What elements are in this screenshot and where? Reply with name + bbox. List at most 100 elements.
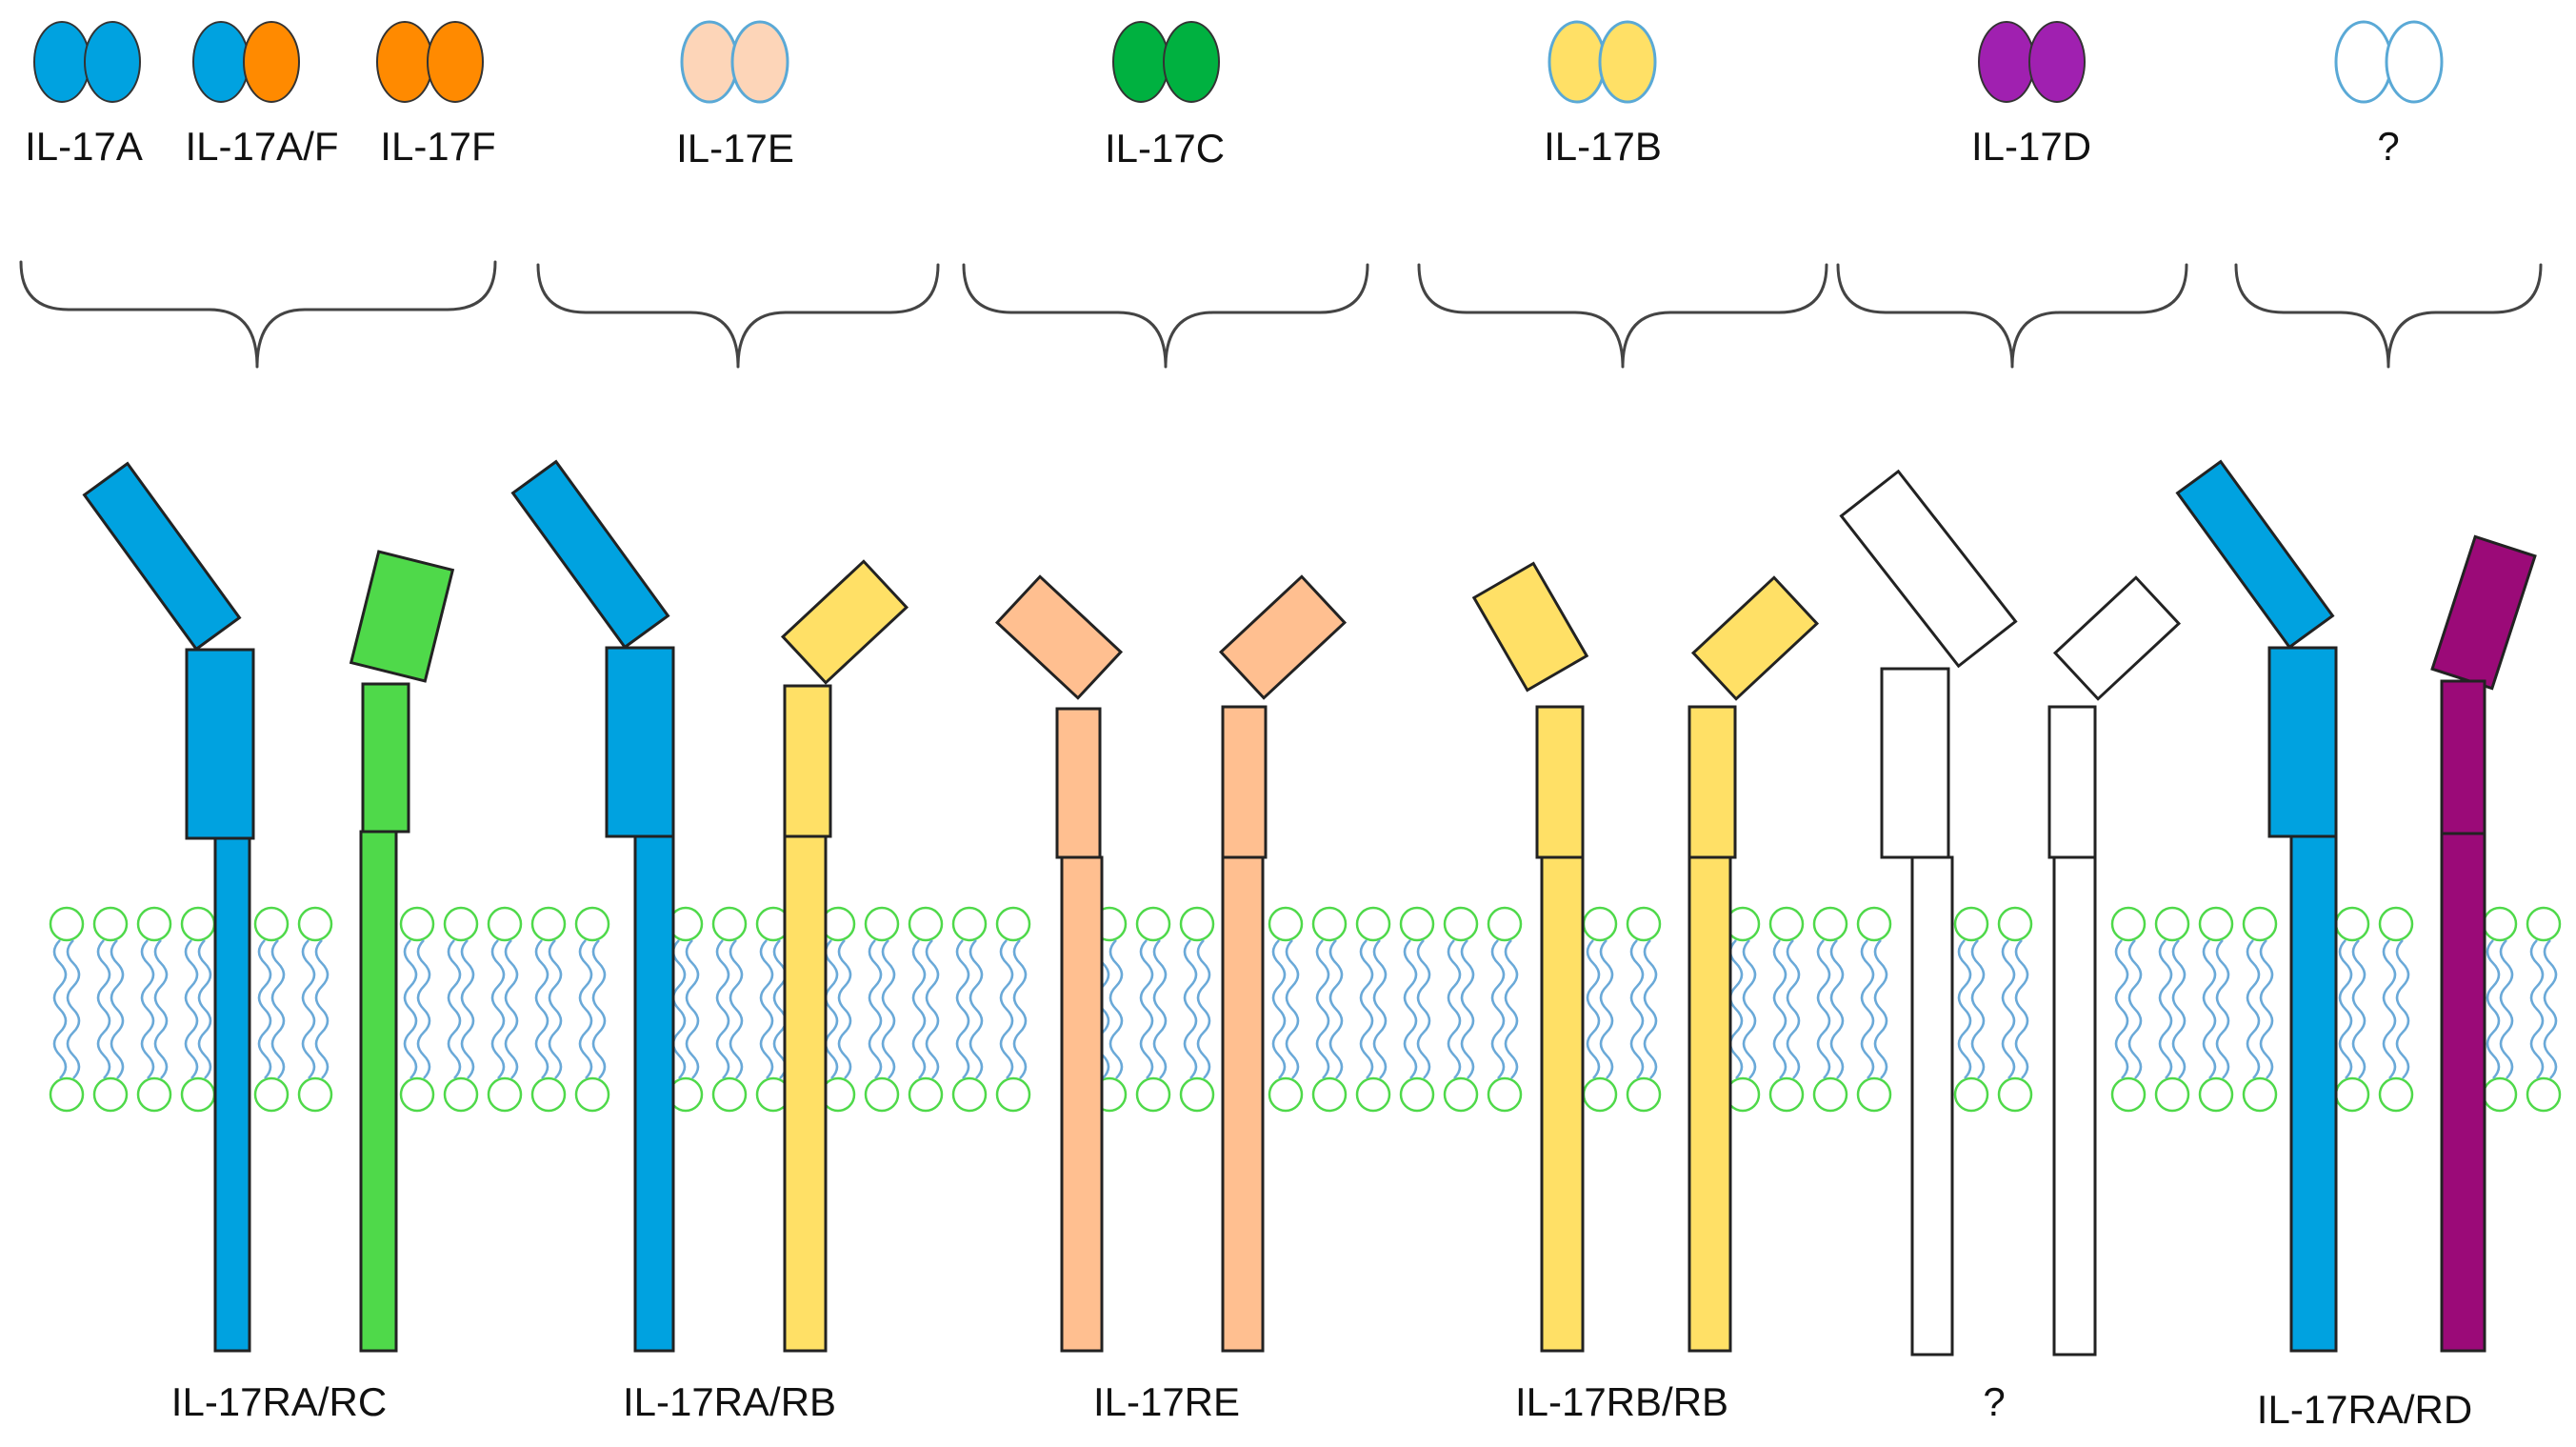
lipid-tail xyxy=(1728,939,1744,1079)
brace-ra-rd xyxy=(2234,263,2543,369)
ligand-unknown-left xyxy=(2334,20,2393,104)
lipid-head xyxy=(1487,1076,1523,1113)
lipid-head xyxy=(908,1076,944,1113)
lipid-tail xyxy=(1970,939,1986,1079)
lipid-head xyxy=(530,1076,567,1113)
lipid-head xyxy=(1399,1076,1435,1113)
ligand-label-il17a: IL-17A xyxy=(25,124,143,169)
lipid-tail xyxy=(403,939,418,1079)
lipid-head xyxy=(1626,906,1662,942)
lipid-tail xyxy=(578,939,593,1079)
il17rb-head xyxy=(780,559,909,685)
receptor-label-il17ra-rb: IL-17RA/RB xyxy=(623,1379,836,1424)
lipid-tail xyxy=(671,939,687,1079)
lipid-head xyxy=(995,906,1031,942)
lipid-head xyxy=(92,1076,129,1113)
il17re-transmembrane-left xyxy=(1060,855,1104,1353)
ligand-il17b xyxy=(1548,20,1657,104)
unknown-receptor-head-right xyxy=(2052,575,2182,701)
il17rc-stalk xyxy=(361,682,410,834)
lipid-tail xyxy=(2158,939,2173,1079)
lipid-tail xyxy=(1447,939,1462,1079)
lipid-tail xyxy=(2001,939,2016,1079)
il17rb-transmembrane-right xyxy=(1687,855,1732,1353)
lipid-head xyxy=(49,1076,85,1113)
lipid-tail xyxy=(1829,939,1845,1079)
lipid-head xyxy=(2334,1076,2370,1113)
lipid-tail xyxy=(1742,939,1757,1079)
lipid-tail xyxy=(2171,939,2187,1079)
lipid-tail xyxy=(1403,939,1418,1079)
il17ra-stalk xyxy=(605,646,675,838)
lipid-tail xyxy=(1816,939,1831,1079)
lipid-tail xyxy=(2127,939,2143,1079)
lipid-tail xyxy=(2382,939,2397,1079)
receptor-il17ra-rb xyxy=(510,459,909,1353)
lipid-head xyxy=(1443,1076,1479,1113)
il17ra-stalk xyxy=(185,648,255,840)
lipid-head xyxy=(2378,906,2414,942)
lipid-head xyxy=(711,906,748,942)
ligand-il17f xyxy=(376,21,484,103)
lipid-tail xyxy=(2202,939,2217,1079)
lipid-head xyxy=(1582,1076,1618,1113)
lipid-tail xyxy=(52,939,68,1079)
lipid-head xyxy=(1953,1076,1989,1113)
ligand-il17b-right xyxy=(1598,20,1657,104)
lipid-tail xyxy=(968,939,984,1079)
il17rb-transmembrane xyxy=(783,834,828,1353)
lipid-tail xyxy=(2259,939,2274,1079)
lipid-head xyxy=(2242,1076,2278,1113)
lipid-head xyxy=(574,1076,610,1113)
lipid-head xyxy=(253,906,290,942)
ligand-il17f-right xyxy=(427,21,484,103)
unknown-receptor-stalk-left xyxy=(1880,667,1950,859)
lipid-tail xyxy=(197,939,212,1079)
il17rb-transmembrane-left xyxy=(1540,855,1585,1353)
lipid-tail xyxy=(140,939,155,1079)
lipid-tail xyxy=(2351,939,2366,1079)
il17ra-head xyxy=(2175,459,2335,650)
lipid-tail xyxy=(1152,939,1168,1079)
ligand-il17d-left xyxy=(1978,21,2035,103)
lipid-head xyxy=(1856,1076,1892,1113)
lipid-head xyxy=(574,906,610,942)
receptor-label-il17re: IL-17RE xyxy=(1093,1379,1240,1424)
lipid-tail xyxy=(2395,939,2410,1079)
lipid-head xyxy=(1997,906,2033,942)
lipid-head xyxy=(180,1076,216,1113)
receptor-il17rb-rb xyxy=(1471,561,1820,1353)
lipid-head xyxy=(951,906,988,942)
lipid-tail xyxy=(153,939,169,1079)
lipid-head xyxy=(2334,906,2370,942)
lipid-head xyxy=(297,906,333,942)
il17re-stalk-left xyxy=(1055,707,1102,859)
il17rb-head-right xyxy=(1690,575,1820,701)
ligand-il17e-left xyxy=(680,20,739,104)
ligand-il17c xyxy=(1112,21,1220,103)
lipid-tail xyxy=(1786,939,1801,1079)
lipid-head xyxy=(2154,906,2190,942)
lipid-tail xyxy=(66,939,81,1079)
ligand-il17e xyxy=(680,20,789,104)
lipid-head xyxy=(180,906,216,942)
lipid-head xyxy=(1179,906,1215,942)
ligand-il17b-left xyxy=(1548,20,1607,104)
lipid-tail xyxy=(1271,939,1287,1079)
il17ra-stalk xyxy=(2267,646,2338,838)
receptor-label-il17ra-rd: IL-17RA/RD xyxy=(2257,1387,2472,1432)
brace-ra-rc xyxy=(19,260,497,369)
receptor-label-unknown: ? xyxy=(1983,1379,2005,1424)
lipid-tail xyxy=(257,939,272,1079)
lipid-head xyxy=(443,1076,479,1113)
lipid-head xyxy=(49,906,85,942)
ligand-il17c-right xyxy=(1163,21,1220,103)
lipid-head xyxy=(2198,906,2234,942)
il17rd-transmembrane xyxy=(2440,832,2486,1353)
lipid-tail xyxy=(1460,939,1475,1079)
lipid-tail xyxy=(270,939,286,1079)
lipid-tail xyxy=(1183,939,1198,1079)
lipid-tail xyxy=(881,939,896,1079)
lipid-tail xyxy=(1643,939,1658,1079)
lipid-tail xyxy=(2529,939,2545,1079)
